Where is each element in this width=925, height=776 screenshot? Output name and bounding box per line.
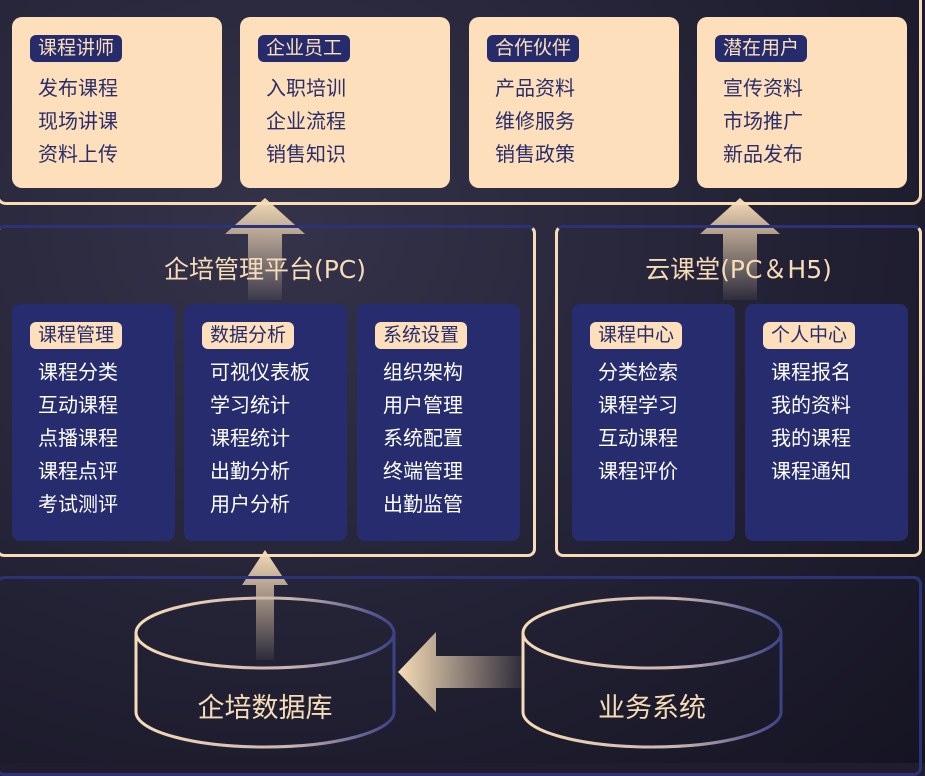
list-item: 资料上传 [38, 142, 118, 166]
platform-box [0, 225, 536, 557]
user-card-employee: 企业员工 入职培训企业流程销售知识 [240, 17, 450, 188]
list-item: 课程评价 [598, 459, 678, 483]
user-card-partner: 合作伙伴 产品资料维修服务销售政策 [469, 17, 679, 188]
list-item: 分类检索 [598, 360, 678, 384]
list-item: 出勤分析 [210, 459, 290, 483]
card-tag: 课程中心 [590, 322, 683, 349]
module-card: 课程中心 分类检索课程学习互动课程课程评价 [572, 304, 735, 541]
business-system-label: 业务系统 [598, 693, 706, 724]
card-tag: 课程管理 [30, 322, 123, 349]
business-cylinder [521, 596, 783, 749]
list-item: 用户管理 [383, 393, 463, 417]
card-tag: 数据分析 [202, 322, 295, 349]
list-item: 新品发布 [723, 142, 803, 166]
list-item: 学习统计 [210, 393, 290, 417]
list-item: 考试测评 [38, 492, 118, 516]
list-item: 课程点评 [38, 459, 118, 483]
list-item: 系统配置 [383, 426, 463, 450]
card-tag: 个人中心 [763, 322, 856, 349]
arrow-left-icon [398, 632, 525, 712]
data-layer [0, 576, 922, 776]
platform-title: 企培管理平台(PC) [163, 255, 367, 284]
list-item: 市场推广 [723, 109, 803, 133]
arrow-up-icon [225, 198, 305, 300]
module-card: 个人中心 课程报名我的资料我的课程课程通知 [745, 304, 908, 541]
card-tag: 潜在用户 [715, 35, 808, 62]
list-item: 销售政策 [495, 142, 575, 166]
cloud-box [555, 225, 922, 557]
list-item: 终端管理 [383, 459, 463, 483]
database-cylinder [134, 596, 396, 749]
card-tag: 合作伙伴 [487, 35, 580, 62]
card-tag: 课程讲师 [30, 35, 123, 62]
database-label: 企培数据库 [197, 693, 333, 724]
card-tag: 企业员工 [258, 35, 351, 62]
list-item: 入职培训 [266, 76, 346, 100]
list-item: 现场讲课 [38, 109, 118, 133]
list-item: 课程报名 [771, 360, 851, 384]
module-card: 课程管理 课程分类互动课程点播课程课程点评考试测评 [12, 304, 175, 541]
user-layer [0, 0, 922, 205]
list-item: 课程分类 [38, 360, 118, 384]
list-item: 课程学习 [598, 393, 678, 417]
list-item: 发布课程 [38, 76, 118, 100]
arrow-up-icon [700, 198, 780, 300]
list-item: 企业流程 [266, 109, 346, 133]
list-item: 我的资料 [771, 393, 851, 417]
list-item: 互动课程 [38, 393, 118, 417]
list-item: 课程通知 [771, 459, 851, 483]
module-card: 数据分析 可视仪表板学习统计课程统计出勤分析用户分析 [184, 304, 347, 541]
list-item: 点播课程 [38, 426, 118, 450]
user-card-prospect: 潜在用户 宣传资料市场推广新品发布 [697, 17, 907, 188]
card-tag: 系统设置 [375, 322, 468, 349]
list-item: 可视仪表板 [210, 360, 310, 384]
list-item: 维修服务 [495, 109, 575, 133]
list-item: 销售知识 [266, 142, 346, 166]
list-item: 组织架构 [383, 360, 463, 384]
user-card-lecturer: 课程讲师 发布课程现场讲课资料上传 [12, 17, 222, 188]
list-item: 我的课程 [771, 426, 851, 450]
list-item: 用户分析 [210, 492, 290, 516]
list-item: 互动课程 [598, 426, 678, 450]
list-item: 课程统计 [210, 426, 290, 450]
module-card: 系统设置 组织架构用户管理系统配置终端管理出勤监管 [357, 304, 520, 541]
list-item: 产品资料 [495, 76, 575, 100]
list-item: 宣传资料 [723, 76, 803, 100]
cloud-title: 云课堂(PC＆H5) [645, 255, 832, 284]
list-item: 出勤监管 [383, 492, 463, 516]
